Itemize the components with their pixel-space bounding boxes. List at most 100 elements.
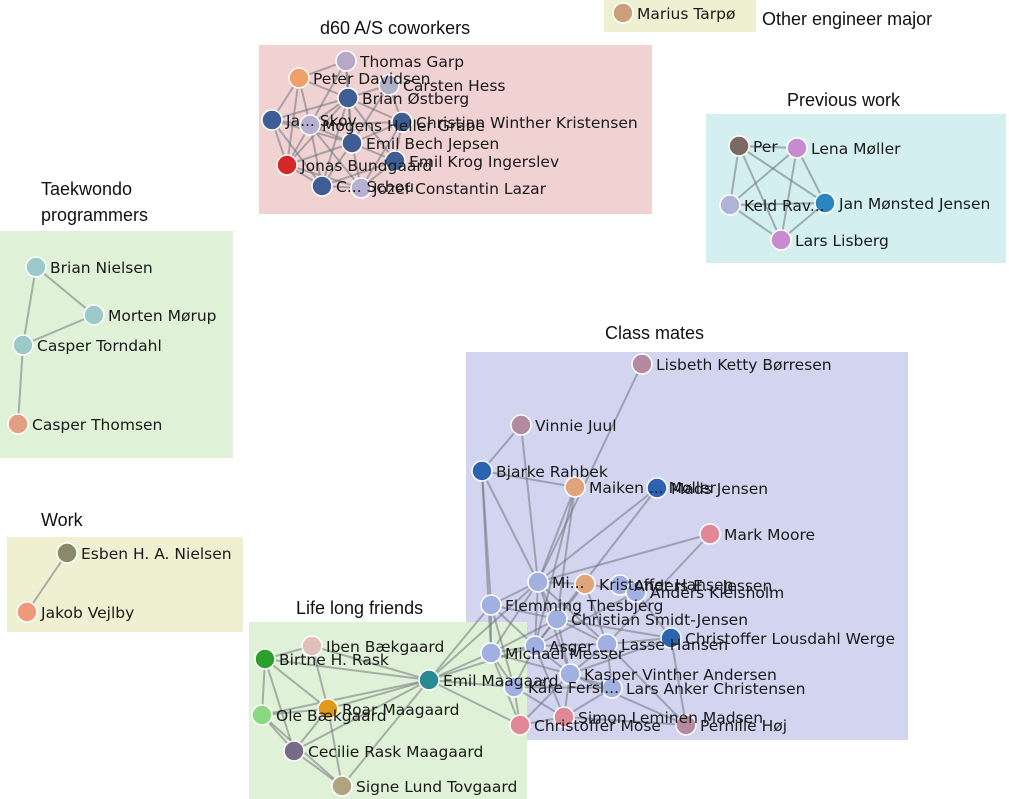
node-label-kasper_va: Kasper Vinther Andersen <box>584 666 777 684</box>
node-label-emil_bech: Emil Bech Jepsen <box>366 135 499 153</box>
node-label-jan_mj: Jan Mønsted Jensen <box>838 195 990 213</box>
node-flemming[interactable] <box>480 594 502 616</box>
node-simon_lm[interactable] <box>553 706 575 728</box>
node-label-keld: Keld Rav... <box>744 197 825 215</box>
node-marius[interactable] <box>612 2 634 24</box>
node-bjarke[interactable] <box>471 460 493 482</box>
node-label-esben: Esben H. A. Nielsen <box>81 545 232 563</box>
node-jan_mj[interactable] <box>814 192 836 214</box>
node-casper_thom[interactable] <box>7 413 29 435</box>
node-label-mads_j: Mads Jensen <box>671 480 768 498</box>
edge-lasse_h-pernille <box>606 643 687 726</box>
edge-carsten_hess-emil_bech <box>351 84 390 144</box>
edge-bjarke-mi_c <box>481 470 539 583</box>
node-asger[interactable] <box>524 635 546 657</box>
node-esben[interactable] <box>56 542 78 564</box>
node-michael_m[interactable] <box>480 642 502 664</box>
node-vinnie[interactable] <box>510 414 532 436</box>
edge-emil_m-michael_m <box>428 652 492 681</box>
node-label-signe: Signe Lund Tovgaard <box>356 778 517 796</box>
node-jonas_b[interactable] <box>276 154 298 176</box>
node-mogens[interactable] <box>299 114 321 136</box>
edge-brian_ostberg-c_schou <box>321 97 349 187</box>
node-kare_f[interactable] <box>503 676 525 698</box>
node-label-christoffer_lw: Christoffer Lousdahl Werge <box>685 630 895 648</box>
node-label-emil_krog: Emil Krog Ingerslev <box>409 153 559 171</box>
node-emil_krog[interactable] <box>384 150 406 172</box>
node-brian_n[interactable] <box>25 256 47 278</box>
node-label-brian_n: Brian Nielsen <box>50 259 153 277</box>
node-c_schou[interactable] <box>311 175 333 197</box>
edge-lena-lars_l <box>780 147 798 241</box>
node-signe[interactable] <box>331 775 353 797</box>
node-birtne[interactable] <box>254 648 276 670</box>
node-mi_c[interactable] <box>527 571 549 593</box>
group-title-prev: Previous work <box>787 90 901 110</box>
node-per[interactable] <box>728 135 750 157</box>
node-mark_m[interactable] <box>699 523 721 545</box>
edge-vinnie-mi_c <box>520 424 539 583</box>
node-thomas_garp[interactable] <box>335 50 357 72</box>
node-christian_wk[interactable] <box>391 111 413 133</box>
node-ole_b[interactable] <box>251 704 273 726</box>
edge-casper_torn-casper_thom <box>17 344 24 425</box>
node-label-lars_l: Lars Lisberg <box>795 232 889 250</box>
node-kristoffer[interactable] <box>574 573 596 595</box>
node-christoffer_m[interactable] <box>509 714 531 736</box>
edge-emil_m-cecilie <box>293 679 430 752</box>
node-label-jonas_b: Jonas Bundgaard <box>300 157 432 175</box>
edge-emil_m-asger <box>428 645 536 681</box>
edge-simon_lm-pernille <box>563 716 687 726</box>
node-lisbeth[interactable] <box>631 353 653 375</box>
node-label-lasse_h: Lasse Hansen <box>621 636 728 654</box>
node-lasse_h[interactable] <box>596 633 618 655</box>
node-carsten_hess[interactable] <box>378 74 400 96</box>
node-jozef[interactable] <box>350 177 372 199</box>
edge-emil_m-mi_c <box>428 581 539 681</box>
node-brian_ostberg[interactable] <box>337 87 359 109</box>
node-keld[interactable] <box>719 194 741 216</box>
node-christian_sj[interactable] <box>546 608 568 630</box>
edge-keld-jan_mj <box>729 202 826 206</box>
node-label-vinnie: Vinnie Juul <box>535 417 617 435</box>
edge-brian_n-morten_m <box>35 266 95 316</box>
node-roar[interactable] <box>317 698 339 720</box>
edge-roar-signe <box>327 708 343 787</box>
edge-bjarke-maiken <box>481 470 576 488</box>
node-casper_torn[interactable] <box>12 334 34 356</box>
node-kasper_va[interactable] <box>559 663 581 685</box>
edge-emil_m-birtne <box>264 658 430 681</box>
edge-mi_c-michael_m <box>490 581 539 654</box>
node-peter_davidsen[interactable] <box>288 67 310 89</box>
node-maiken[interactable] <box>564 476 586 498</box>
node-emil_bech[interactable] <box>341 132 363 154</box>
node-jakob_v[interactable] <box>16 601 38 623</box>
node-morten_m[interactable] <box>83 304 105 326</box>
node-cecilie[interactable] <box>283 740 305 762</box>
group-title-other: Other engineer major <box>762 9 932 29</box>
node-anders_k[interactable] <box>625 581 647 603</box>
group-box-prev <box>706 114 1006 263</box>
edge-per-jan_mj <box>738 145 826 204</box>
node-iben[interactable] <box>301 635 323 657</box>
node-lena[interactable] <box>786 137 808 159</box>
edge-emil_krog-c_schou <box>321 160 396 187</box>
node-label-maiken: Maiken ... Møller <box>589 479 717 497</box>
node-label-c_schou: C... Schou <box>336 178 414 196</box>
node-label-morten_m: Morten Mørup <box>108 307 217 325</box>
group-title-tkd: programmers <box>41 205 148 225</box>
node-emil_m[interactable] <box>418 669 440 691</box>
node-label-peter_davidsen: Peter Davidsen <box>313 70 430 88</box>
edge-mogens-jozef <box>309 124 362 189</box>
edge-lisbeth-mi_c <box>537 363 643 583</box>
node-christoffer_lw[interactable] <box>660 627 682 649</box>
node-pernille[interactable] <box>675 714 697 736</box>
node-ja_skov[interactable] <box>261 109 283 131</box>
edge-asger-simon_lm <box>534 645 565 718</box>
node-mads_j[interactable] <box>646 477 668 499</box>
node-lars_l[interactable] <box>770 229 792 251</box>
edge-kasper_va-pernille <box>569 673 687 726</box>
node-lars_ac[interactable] <box>601 677 623 699</box>
edge-morten_m-casper_torn <box>22 314 95 346</box>
edge-thomas_garp-mogens <box>309 60 347 126</box>
